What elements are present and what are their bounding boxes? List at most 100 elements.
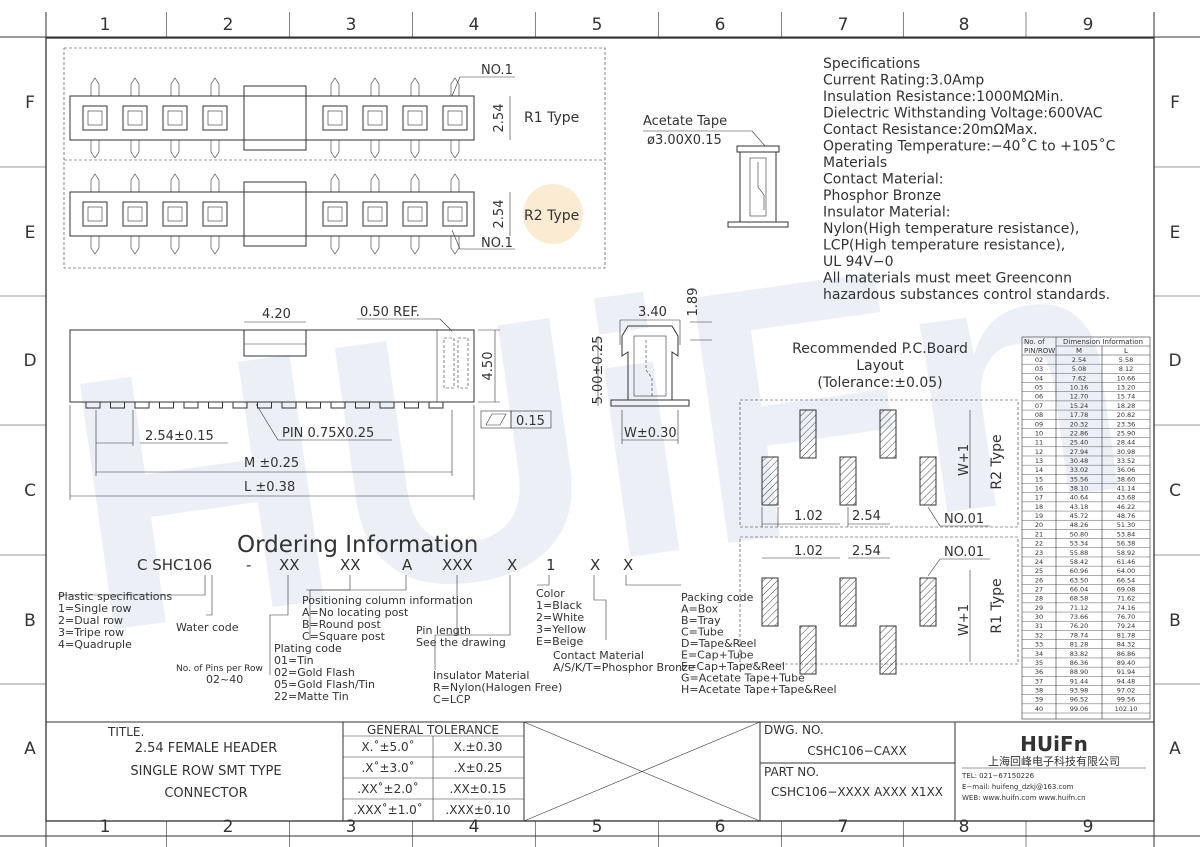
part-label: PART NO.: [764, 765, 819, 779]
table-cell-l: 23.36: [1117, 420, 1136, 428]
contact-cavity: [162, 201, 188, 227]
plastic-spec-line: 2=Dual row: [58, 614, 123, 627]
company-name: 上海回峰电子科技有限公司: [988, 754, 1120, 768]
table-cell-m: 83.82: [1070, 650, 1089, 658]
table-cell-pins: 24: [1035, 558, 1043, 566]
table-cell-pins: 29: [1035, 604, 1043, 612]
dwg-label: DWG. NO.: [764, 723, 824, 737]
plating-code-line: 05=Gold Flash/Tin: [274, 678, 375, 691]
contact-cavity: [362, 201, 388, 227]
table-cell-pins: 04: [1035, 374, 1043, 382]
table-cell-m: 53.34: [1070, 540, 1089, 548]
contact-cavity: [402, 201, 428, 227]
column-marker-bottom: 5: [592, 817, 603, 837]
table-cell-pins: 17: [1035, 494, 1043, 502]
packing-code-line: F=Cap+Tape&Reel: [681, 660, 785, 673]
table-cell-m: 50.80: [1070, 530, 1089, 538]
table-cell-pins: 25: [1035, 567, 1043, 575]
tolerance-linear: .XX±0.15: [449, 782, 506, 796]
table-cell-pins: 15: [1035, 475, 1043, 483]
table-cell-l: 89.40: [1117, 659, 1136, 667]
table-cell-pins: 21: [1035, 530, 1043, 538]
table-cell-pins: 14: [1035, 466, 1043, 474]
color-code-line: 3=Yellow: [536, 623, 586, 636]
color-code-line: E=Beige: [536, 635, 584, 648]
spec-line: Contact Material:: [823, 172, 944, 188]
smt-pin: [208, 401, 223, 409]
table-cell-pins: 40: [1035, 705, 1043, 713]
table-cell-pins: 12: [1035, 448, 1043, 456]
contact-material-line: A/S/K/T=Phosphor Bronze: [553, 661, 695, 674]
column-marker-bottom: 4: [469, 817, 480, 837]
pcb-254-top: 2.54: [852, 509, 881, 524]
company-web: WEB: www.huifn.com www.huifn.cn: [962, 794, 1086, 802]
contact-cavity: [322, 105, 348, 131]
pcb-pad: [761, 577, 779, 627]
table-cell-l: 66.54: [1117, 576, 1136, 584]
smt-pin: [306, 401, 321, 409]
title-label: TITLE.: [107, 725, 144, 739]
spec-line: Materials: [823, 155, 887, 171]
table-cell-m: 25.40: [1070, 439, 1089, 447]
table-cell-pins: 16: [1035, 485, 1043, 493]
plastic-spec-line: Plastic specifications: [58, 590, 172, 603]
table-cell-m: 30.48: [1070, 457, 1089, 465]
tape-label: Acetate Tape: [643, 114, 727, 129]
contact-cavity: [82, 105, 108, 131]
table-cell-m: 2.54: [1072, 356, 1086, 364]
contact-cavity: [442, 201, 468, 227]
table-header-no: No. of: [1024, 338, 1045, 346]
packing-code-line: D=Tape&Reel: [681, 637, 756, 650]
plating-code-line: 01=Tin: [274, 654, 314, 667]
table-cell-l: 28.44: [1117, 439, 1136, 447]
side-view: 3.40 1.89 5.00±0.25 W±0.30: [591, 288, 712, 444]
table-header-pinrow: PIN/ROW: [1024, 347, 1055, 355]
table-cell-l: 76.70: [1117, 613, 1136, 621]
column-marker-bottom: 9: [1083, 817, 1094, 837]
title-line-3: CONNECTOR: [164, 786, 247, 801]
column-marker-bottom: 6: [715, 817, 726, 837]
table-cell-l: 25.90: [1117, 429, 1136, 437]
table-cell-pins: 23: [1035, 549, 1043, 557]
front-view: 4.20 0.50 REF. 4.50 0.15 2.54±0.15 PIN 0…: [69, 305, 552, 500]
column-marker-top: 3: [346, 15, 357, 35]
column-marker-top: 7: [838, 15, 849, 35]
table-cell-m: 27.94: [1070, 448, 1089, 456]
pcb-no01-bottom: NO.01: [944, 545, 984, 560]
pcb-title-2: Layout: [856, 358, 904, 374]
table-cell-l: 102.10: [1115, 705, 1138, 713]
header-plan-views: NO.1 2.54 R1 Type 2.54 R2 Type NO.1: [63, 47, 606, 269]
column-marker-bottom: 1: [100, 817, 111, 837]
table-cell-l: 5.58: [1119, 356, 1133, 364]
packing-code-line: C=Tube: [681, 626, 724, 639]
table-cell-m: 96.52: [1070, 696, 1089, 704]
smt-pin: [110, 401, 125, 409]
table-cell-l: 61.46: [1117, 558, 1136, 566]
dim-pitch: 2.54±0.15: [145, 429, 214, 444]
table-cell-m: 12.70: [1070, 393, 1089, 401]
pcb-pad: [839, 456, 857, 506]
row-marker-left: C: [24, 481, 36, 501]
pcb-pad: [879, 625, 897, 675]
table-cell-l: 36.06: [1117, 466, 1136, 474]
r2-no1-label: NO.1: [481, 236, 513, 251]
smt-pin: [232, 401, 248, 409]
acetate-tape-detail: Acetate Tape ø3.00X0.15: [643, 114, 789, 228]
contact-cavity: [442, 105, 468, 131]
column-marker-bottom: 7: [838, 817, 849, 837]
column-marker-top: 9: [1083, 15, 1094, 35]
table-cell-pins: 31: [1035, 622, 1043, 630]
table-cell-m: 5.08: [1072, 365, 1086, 373]
tolerance-linear: X.±0.30: [454, 740, 503, 754]
table-cell-l: 58.92: [1117, 549, 1136, 557]
table-cell-l: 71.62: [1117, 595, 1136, 603]
table-cell-m: 48.26: [1070, 521, 1089, 529]
table-cell-pins: 13: [1035, 457, 1043, 465]
pcb-w1-top: W+1: [957, 444, 972, 476]
table-cell-m: 91.44: [1070, 677, 1089, 685]
table-cell-m: 66.04: [1070, 586, 1089, 594]
table-cell-l: 56.38: [1117, 540, 1136, 548]
table-cell-pins: 28: [1035, 595, 1043, 603]
row-marker-right: A: [1169, 739, 1181, 759]
